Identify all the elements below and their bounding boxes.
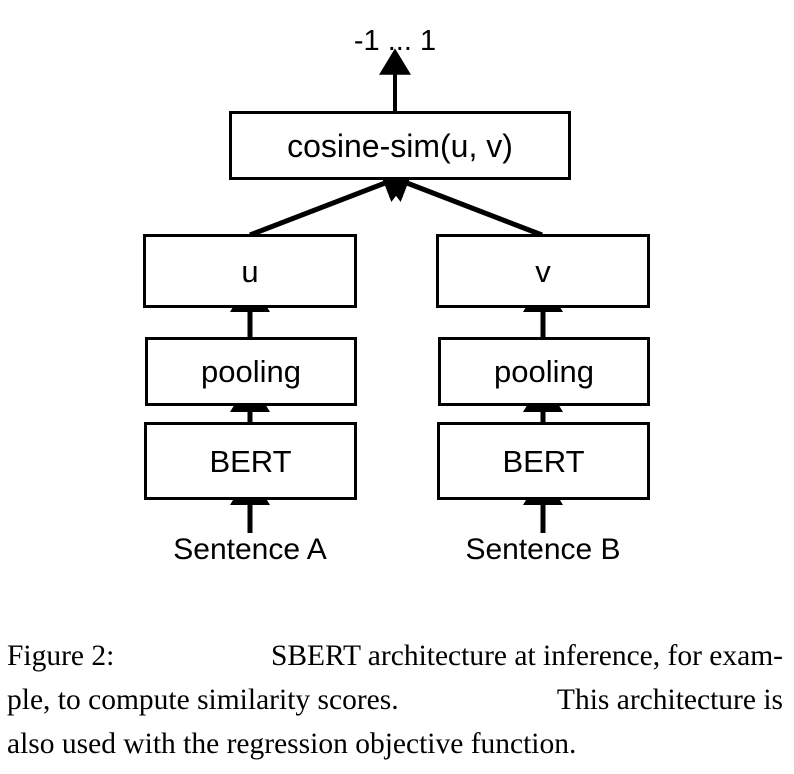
diagram-connectors <box>230 48 563 533</box>
arrow-u-to-cosine <box>249 164 415 238</box>
arrow-v-to-cosine <box>377 164 543 238</box>
node-embedding-v: v <box>436 234 650 308</box>
architecture-diagram: -1 ... 1 cosine-sim(u, v) u v pooling po… <box>0 27 794 566</box>
node-pooling-b-label: pooling <box>494 354 594 389</box>
caption-line-2: ple, to compute similarity scores. This … <box>7 678 783 722</box>
node-embedding-u-label: u <box>241 253 259 289</box>
caption-line-2-part-2: This architecture is <box>556 684 783 716</box>
node-cosine-sim-label: cosine-sim(u, v) <box>287 127 513 164</box>
node-bert-b: BERT <box>437 422 650 500</box>
node-embedding-v-label: v <box>535 253 551 289</box>
figure-caption: Figure 2: SBERT architecture at inferenc… <box>7 634 783 766</box>
node-pooling-a-label: pooling <box>201 354 301 389</box>
input-sentence-b-label: Sentence B <box>465 533 621 566</box>
input-sentence-a-label: Sentence A <box>173 533 327 566</box>
node-cosine-sim: cosine-sim(u, v) <box>229 111 571 180</box>
caption-line-1-part-1: Figure 2: <box>7 640 115 672</box>
output-range-label: -1 ... 1 <box>0 27 794 56</box>
node-pooling-b: pooling <box>438 337 650 406</box>
node-bert-a-label: BERT <box>209 443 292 479</box>
node-embedding-u: u <box>143 234 357 308</box>
node-pooling-a: pooling <box>145 337 357 406</box>
caption-line-1: Figure 2: SBERT architecture at inferenc… <box>7 634 783 678</box>
caption-line-2-part-1: ple, to compute similarity scores. <box>7 684 399 716</box>
caption-line-3: also used with the regression objective … <box>7 728 577 760</box>
output-range-value: -1 ... 1 <box>353 25 437 57</box>
node-bert-a: BERT <box>144 422 357 500</box>
caption-line-1-part-2: SBERT architecture at inference, for exa… <box>270 640 783 672</box>
node-bert-b-label: BERT <box>502 443 585 479</box>
